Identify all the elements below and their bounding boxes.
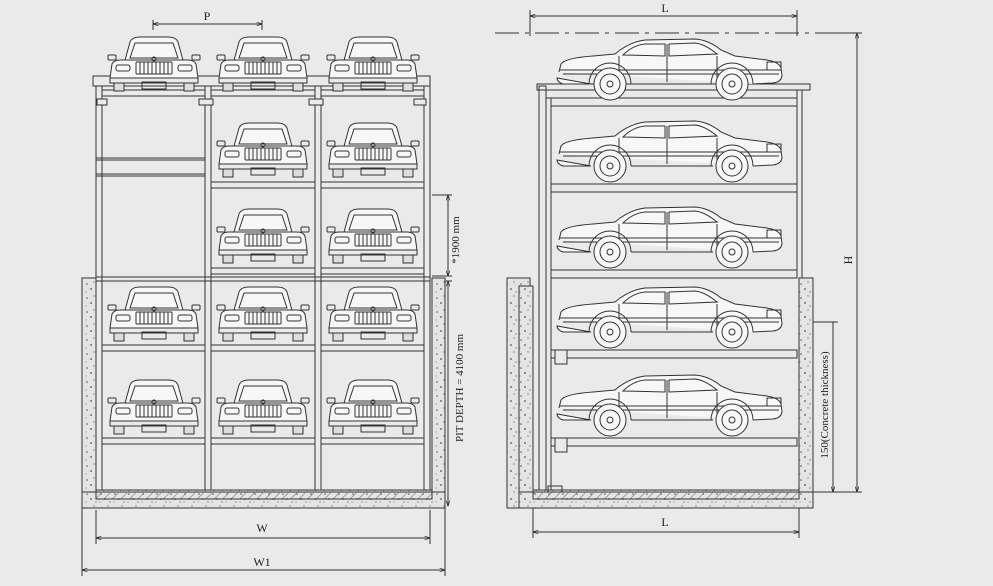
car-front-r2c2	[216, 122, 310, 178]
dim-p-label: P	[204, 9, 211, 23]
car-side-level5	[556, 374, 783, 437]
car-side-level4	[556, 286, 783, 349]
dim-w1	[82, 508, 445, 576]
dim-l-top	[530, 10, 797, 36]
dim-w1-label: W1	[253, 555, 270, 569]
car-front-r5c3	[326, 379, 420, 435]
front-platforms	[101, 89, 425, 445]
dim-w-label: W	[256, 521, 268, 535]
car-front-r1c1	[107, 36, 201, 92]
car-front-r1c3	[326, 36, 420, 92]
front-view: P *1900 mm PIT DEPTH = 4100 mm W W1	[82, 9, 466, 576]
side-platforms	[550, 97, 798, 453]
dim-pit-depth-label: PIT DEPTH = 4100 mm	[454, 334, 466, 443]
dim-w	[96, 510, 430, 544]
dim-upper-height	[432, 195, 452, 276]
dim-l-bottom-label: L	[661, 515, 668, 529]
front-top-frame	[92, 75, 431, 282]
front-pit	[81, 277, 446, 509]
dim-h-label: H	[841, 255, 855, 264]
front-cars	[107, 36, 420, 435]
car-front-r5c2	[216, 379, 310, 435]
car-front-r4c2	[216, 286, 310, 342]
car-front-r4c3	[326, 286, 420, 342]
dim-l-top-label: L	[661, 1, 668, 15]
dim-pit-depth	[445, 281, 452, 506]
dim-h	[813, 33, 862, 492]
side-cars	[556, 38, 783, 437]
dim-l-bottom	[533, 508, 799, 538]
car-front-r5c1	[107, 379, 201, 435]
car-side-level2	[556, 120, 783, 183]
car-front-r1c2	[216, 36, 310, 92]
car-side-level1	[556, 38, 783, 101]
dim-upper-height-label: *1900 mm	[450, 216, 462, 264]
car-front-r3c3	[326, 208, 420, 264]
side-view: L H 150(Concrete thickness) L	[495, 1, 862, 538]
car-front-r3c2	[216, 208, 310, 264]
car-front-r4c1	[107, 286, 201, 342]
dim-concrete-label: 150(Concrete thickness)	[819, 351, 831, 459]
dim-concrete	[813, 321, 838, 492]
side-pit	[506, 277, 814, 509]
car-front-r2c3	[326, 122, 420, 178]
car-side-level3	[556, 206, 783, 269]
dim-p	[153, 20, 262, 30]
